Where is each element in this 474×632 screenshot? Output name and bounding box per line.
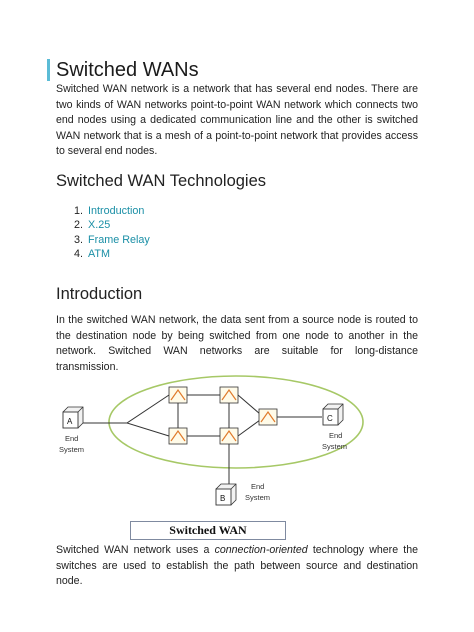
- toc-link-atm[interactable]: ATM: [88, 247, 110, 260]
- switch-node: [219, 386, 239, 404]
- switch-node: [219, 427, 239, 445]
- toc-number: 3.: [73, 233, 83, 246]
- link: [237, 394, 261, 415]
- end-system-a: A End System: [59, 406, 84, 454]
- toc-number: 1.: [73, 205, 83, 217]
- toc-item: 2. X.25: [56, 218, 150, 232]
- toc-item: 4. ATM: [56, 247, 150, 261]
- system-label: System: [322, 442, 347, 451]
- toc-item: 3. Frame Relay: [56, 233, 150, 247]
- system-label: System: [245, 493, 270, 502]
- link: [126, 422, 170, 437]
- closing-text-start: Switched WAN network uses a: [56, 544, 215, 556]
- introduction-paragraph: In the switched WAN network, the data se…: [56, 314, 418, 373]
- table-of-contents: 1. Introduction 2. X.25 3. Frame Relay 4…: [56, 204, 150, 261]
- closing-text-end: technology where the switches are used t…: [56, 544, 419, 587]
- wan-cloud-ellipse: [108, 375, 364, 469]
- toc-link-frame-relay[interactable]: Frame Relay: [88, 233, 150, 246]
- node-b-label: B: [220, 494, 225, 503]
- switch-icon: [260, 410, 276, 423]
- end-label: End: [65, 434, 78, 443]
- toc-item: 1. Introduction: [56, 204, 150, 218]
- closing-paragraph: Switched WAN network uses a connection-o…: [56, 543, 418, 590]
- title-accent-bar: [47, 59, 50, 81]
- end-system-c: C End System: [322, 403, 347, 451]
- introduction-heading: Introduction: [56, 285, 143, 303]
- switch-icon: [221, 429, 237, 442]
- title-block: Switched WANs: [47, 58, 199, 82]
- switch-icon: [221, 388, 237, 401]
- technologies-heading: Switched WAN Technologies: [56, 172, 267, 190]
- toc-link-introduction[interactable]: Introduction: [88, 205, 145, 217]
- switched-wan-diagram: A End System C End System B End System: [59, 375, 364, 506]
- network-links: [81, 394, 322, 484]
- closing-emphasis: connection-oriented: [214, 544, 308, 556]
- switch-node: [168, 386, 188, 404]
- toc-number: 2.: [73, 219, 83, 232]
- page-title: Switched WANs: [56, 58, 199, 81]
- end-label: End: [251, 482, 264, 491]
- switch-icon: [170, 388, 186, 401]
- intro-paragraph: Switched WAN network is a network that h…: [56, 83, 418, 157]
- node-a-label: A: [67, 417, 73, 426]
- node-c-label: C: [327, 414, 333, 423]
- link: [237, 419, 261, 437]
- switch-node: [168, 427, 188, 445]
- toc-number: 4.: [73, 247, 83, 260]
- end-label: End: [329, 431, 342, 440]
- toc-link-x25[interactable]: X.25: [88, 219, 111, 232]
- diagram-caption: Switched WAN: [130, 521, 286, 540]
- switch-node: [258, 408, 278, 426]
- end-system-b: B End System: [215, 482, 270, 506]
- system-label: System: [59, 445, 84, 454]
- link: [126, 394, 170, 424]
- switch-icon: [170, 429, 186, 442]
